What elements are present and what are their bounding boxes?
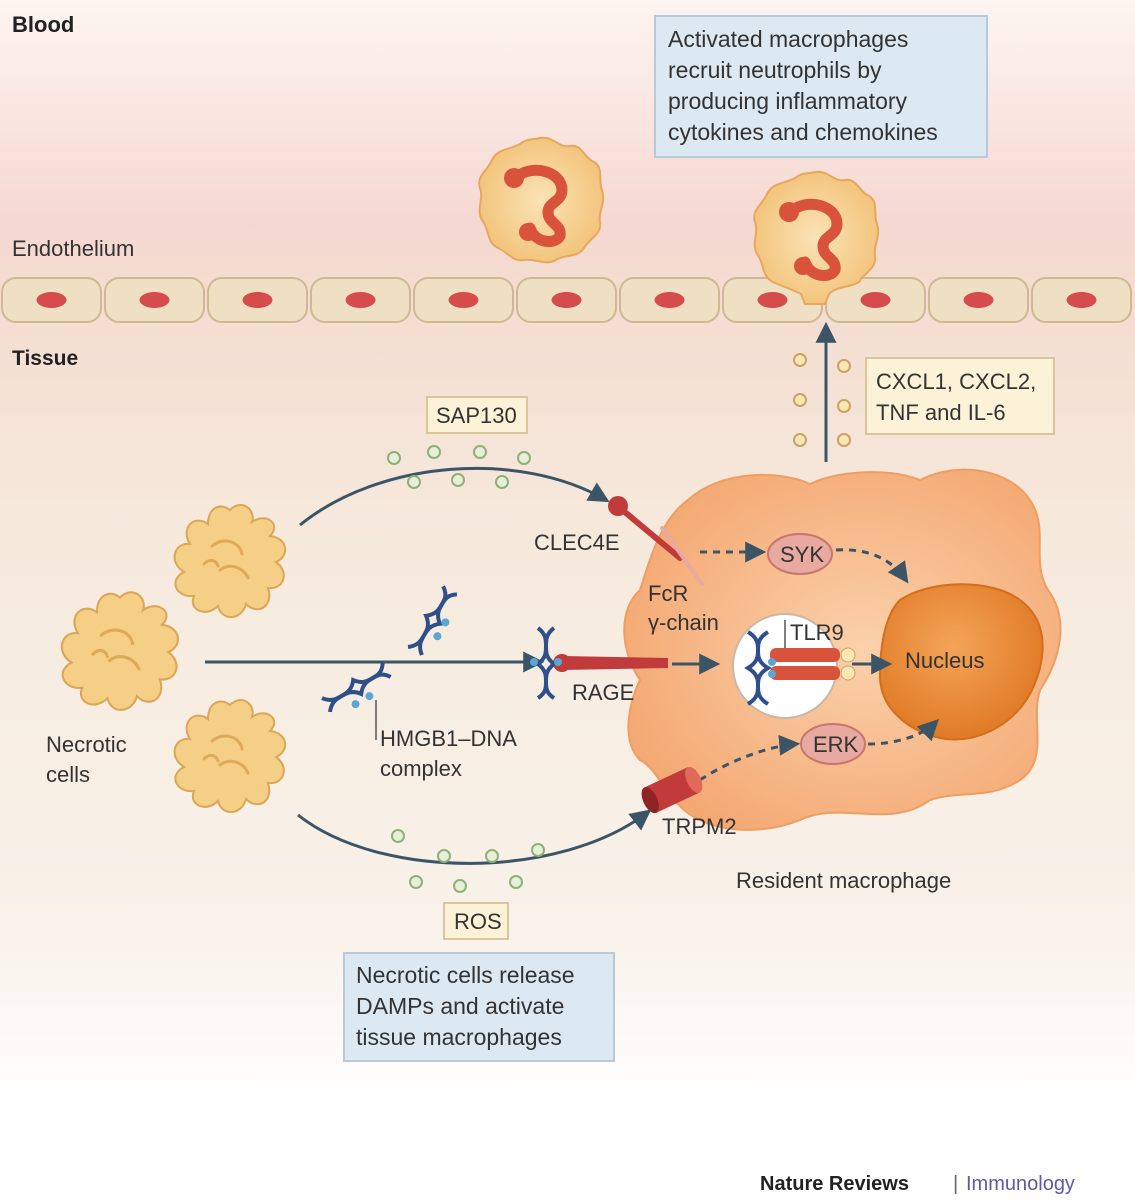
neutrophil-in-blood xyxy=(478,136,605,264)
sap130-pathway-arrow xyxy=(299,466,610,527)
vesicle xyxy=(531,843,545,857)
vesicle xyxy=(837,399,851,413)
macrophage-label: Resident macrophage xyxy=(736,868,951,893)
nucleus xyxy=(878,583,1044,741)
syk-node xyxy=(767,533,833,575)
cytokines-line-1: CXCL1, CXCL2, xyxy=(876,369,1036,394)
vesicle xyxy=(495,475,509,489)
erk-node xyxy=(800,723,866,765)
necrotic-label-line-2: cells xyxy=(46,762,90,787)
bottom-box-line-2: DAMPs and activate xyxy=(356,993,564,1019)
vesicle xyxy=(509,875,523,889)
vesicle xyxy=(453,879,467,893)
endothelial-cell xyxy=(619,277,720,323)
top-info-box xyxy=(654,15,988,158)
syk-label: SYK xyxy=(780,542,824,567)
tlr9-receptor xyxy=(770,647,856,681)
fcr-label-line-1: FcR xyxy=(648,581,688,606)
endothelial-cell xyxy=(413,277,514,323)
top-box-line-4: cytokines and chemokines xyxy=(668,119,938,145)
hmgb1-label-line-1: HMGB1–DNA xyxy=(380,726,517,751)
vesicle xyxy=(837,433,851,447)
vesicle xyxy=(793,393,807,407)
necrotic-cells xyxy=(60,504,286,813)
tlr9-label: TLR9 xyxy=(790,620,844,645)
cytokines-box xyxy=(865,357,1055,435)
necrotic-cell xyxy=(173,699,286,813)
necrotic-label-line-1: Necrotic xyxy=(46,732,127,757)
sap130-vesicles xyxy=(387,445,531,489)
vesicle xyxy=(409,875,423,889)
vesicle xyxy=(391,829,405,843)
vesicle xyxy=(837,359,851,373)
vesicle xyxy=(485,849,499,863)
top-box-line-3: producing inflammatory xyxy=(668,88,908,114)
sap130-box xyxy=(426,396,528,434)
footer-separator: | xyxy=(953,1173,958,1195)
fcr-label-line-2: γ-chain xyxy=(648,610,719,635)
endothelial-cell xyxy=(104,277,205,323)
top-box-line-1: Activated macrophages xyxy=(668,26,908,52)
ros-label: ROS xyxy=(454,909,502,934)
bottom-box-line-3: tissue macrophages xyxy=(356,1024,562,1050)
necrotic-cell xyxy=(173,504,286,618)
vesicle xyxy=(407,475,421,489)
sap130-label: SAP130 xyxy=(436,403,517,428)
endothelial-cell xyxy=(928,277,1029,323)
endothelium-label: Endothelium xyxy=(12,236,134,261)
ros-pathway-arrow xyxy=(297,809,652,865)
top-box-line-2: recruit neutrophils by xyxy=(668,57,882,83)
tissue-label: Tissue xyxy=(12,347,78,370)
nucleus-label: Nucleus xyxy=(905,648,984,673)
cytokine-vesicles xyxy=(793,353,851,447)
ros-box xyxy=(443,902,509,940)
trpm2-channel xyxy=(641,766,703,814)
vesicle xyxy=(517,451,531,465)
syk-to-nucleus-arrow xyxy=(835,548,909,584)
bottom-info-box xyxy=(343,952,615,1062)
hmgb1-dna-bound-rage xyxy=(530,626,562,700)
trpm2-label: TRPM2 xyxy=(662,814,737,839)
necrotic-cell xyxy=(60,591,179,711)
footer-journal: Nature Reviews xyxy=(760,1173,909,1195)
endothelium-layer xyxy=(1,277,1132,323)
ros-vesicles xyxy=(391,829,545,893)
trpm2-to-erk-arrow xyxy=(699,734,801,782)
vesicle xyxy=(437,849,451,863)
clec4e-receptor xyxy=(608,496,704,586)
vesicle xyxy=(387,451,401,465)
endothelial-cell xyxy=(310,277,411,323)
vesicle xyxy=(473,445,487,459)
bottom-box-line-1: Necrotic cells release xyxy=(356,962,575,988)
cytokines-line-2: TNF and IL-6 xyxy=(876,400,1006,425)
hmgb1-dna-complex-1 xyxy=(407,585,458,656)
vesicle xyxy=(793,433,807,447)
vesicle xyxy=(427,445,441,459)
endothelial-cell xyxy=(516,277,617,323)
endosome-dna xyxy=(744,630,776,706)
vesicle xyxy=(793,353,807,367)
endothelial-cell xyxy=(1031,277,1132,323)
endothelial-cell xyxy=(1,277,102,323)
endothelial-cell xyxy=(207,277,308,323)
neutrophil-transmigrating xyxy=(753,170,880,305)
rage-label: RAGE xyxy=(572,680,634,705)
blood-label: Blood xyxy=(12,12,74,37)
hmgb1-dna-complex-2 xyxy=(321,662,392,713)
vesicle xyxy=(451,473,465,487)
erk-to-nucleus-arrow xyxy=(867,719,939,746)
clec4e-label: CLEC4E xyxy=(534,530,620,555)
hmgb1-label-line-2: complex xyxy=(380,756,462,781)
footer-section: Immunology xyxy=(966,1173,1075,1195)
erk-label: ERK xyxy=(813,732,859,757)
